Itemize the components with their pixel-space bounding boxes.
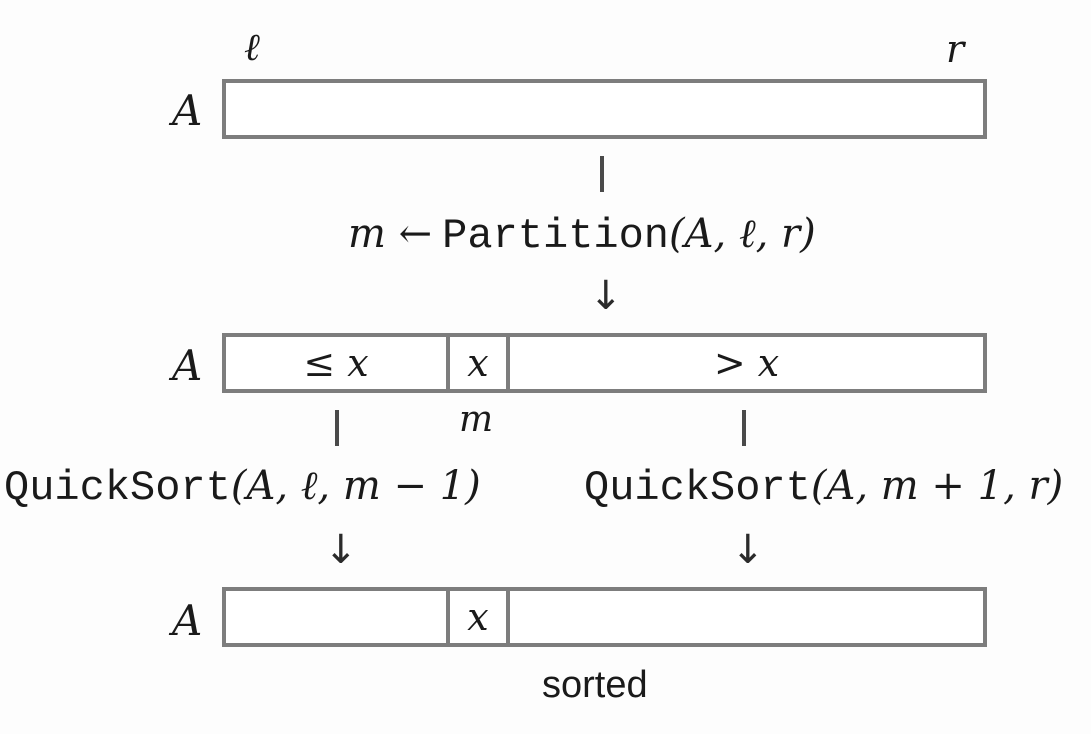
middle-array-label: A [172,341,203,390]
right-index-label: r [946,27,965,71]
left-call-func: QuickSort [4,464,231,512]
right-connector-line [742,410,746,446]
right-partition-label: > x [713,341,780,385]
top-array-label: A [172,86,203,135]
right-down-arrow-icon: ↓ [731,527,765,573]
sorted-pivot-label: x [467,595,489,639]
sorted-array-box: x [222,587,987,647]
left-connector-line [335,410,339,446]
pivot-label: x [467,341,489,385]
left-call-args: (A, ℓ, m − 1) [230,463,481,509]
left-index-label: ℓ [244,25,260,69]
partition-expression: m ← Partition (A, ℓ, r) [348,214,816,257]
partition-func: Partition [442,212,670,260]
left-down-arrow-icon: ↓ [324,527,358,573]
left-partition-label: ≤ x [303,341,369,385]
sorted-right-cell [510,591,983,643]
pivot-cell: x [450,337,510,389]
right-call-args: (A, m + 1, r) [810,463,1064,509]
bottom-array-label: A [172,596,203,645]
sorted-caption: sorted [542,664,648,706]
right-call-func: QuickSort [584,464,811,512]
sorted-left-cell [226,591,450,643]
left-recursive-call: QuickSort (A, ℓ, m − 1) [4,466,481,509]
pivot-index-label: m [459,399,494,440]
partitioned-array-box: ≤ x x > x [222,333,987,393]
partition-assign: m ← [348,211,433,257]
sorted-pivot-cell: x [450,591,510,643]
partition-args: (A, ℓ, r) [669,211,816,257]
top-array-box [222,79,987,139]
down-arrow-icon: ↓ [589,273,623,319]
right-recursive-call: QuickSort (A, m + 1, r) [584,466,1063,509]
left-partition-cell: ≤ x [226,337,450,389]
right-partition-cell: > x [510,337,983,389]
connector-line [600,156,604,192]
